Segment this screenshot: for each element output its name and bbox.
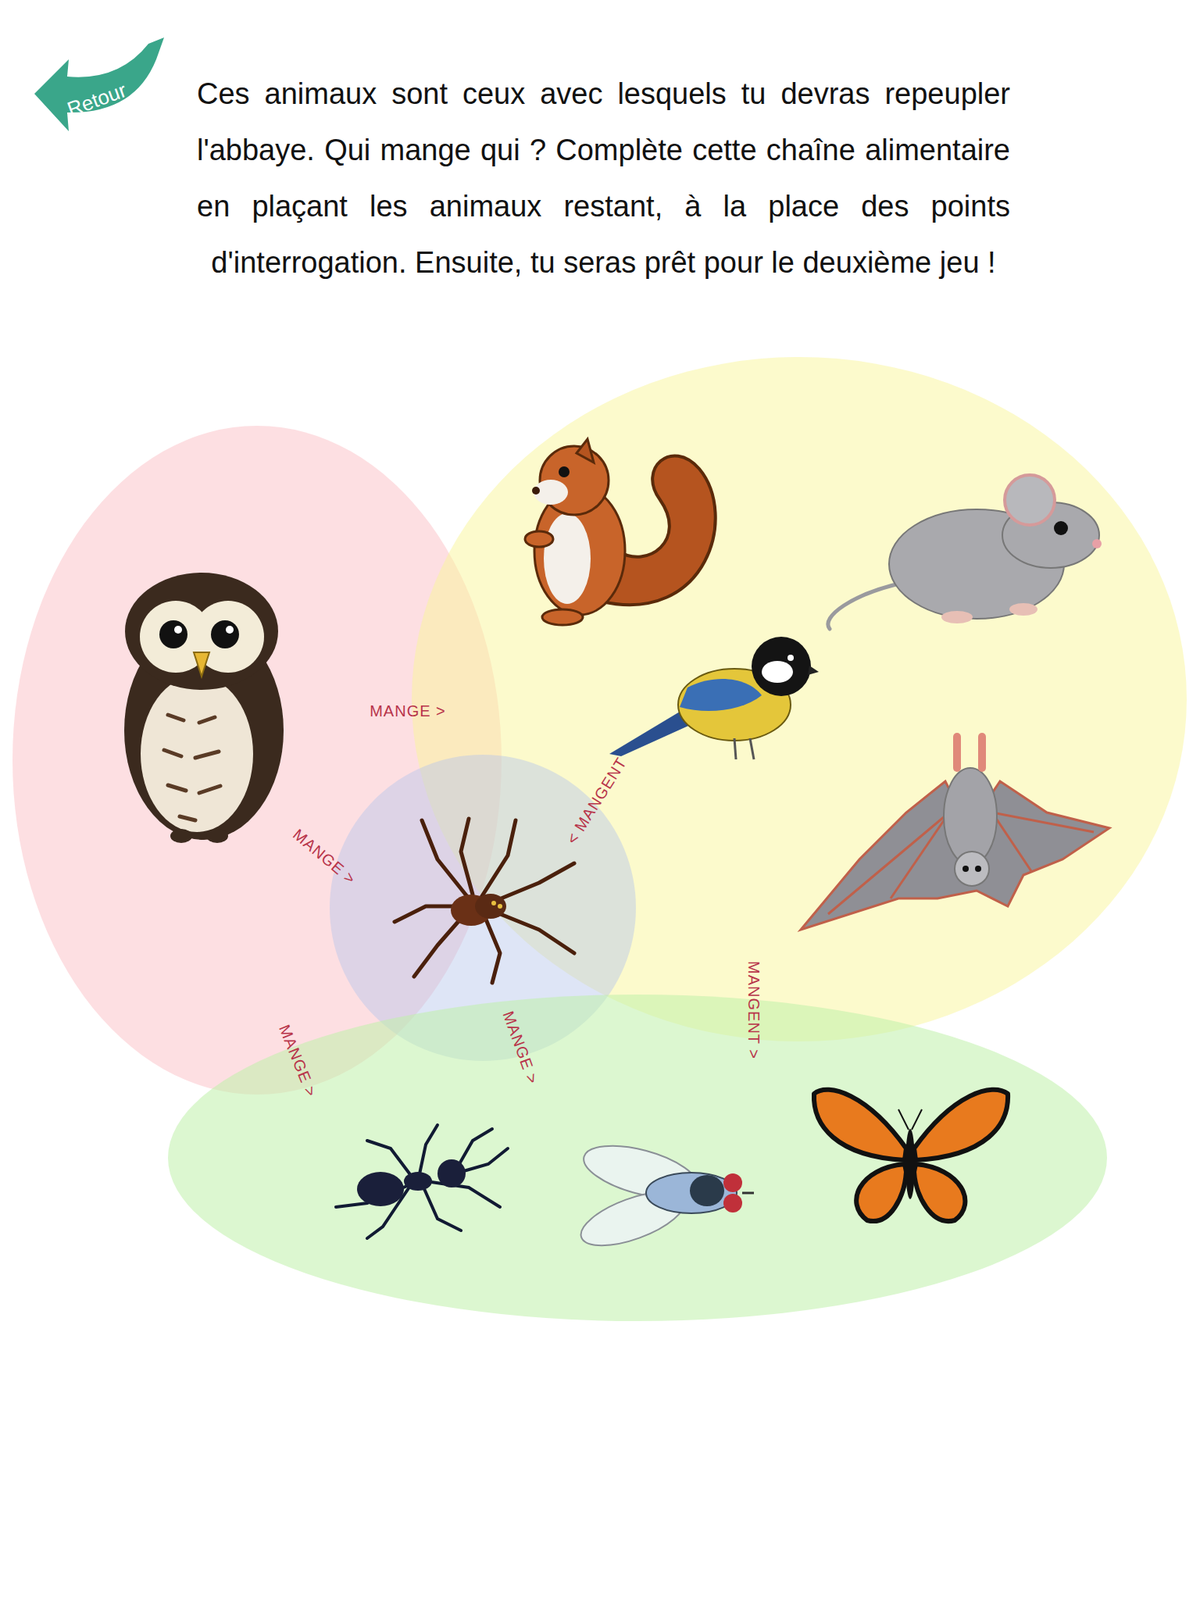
- tit-bird-drawing: [609, 636, 819, 760]
- fly-drawing: [574, 1135, 754, 1258]
- eats-label: < MANGENT: [563, 753, 631, 847]
- owl-drawing: [124, 572, 284, 843]
- eats-label: MANGE >: [275, 1021, 321, 1100]
- ant-drawing: [335, 1125, 508, 1239]
- instruction-text: Ces animaux sont ceux avec lesquels tu d…: [196, 65, 1011, 291]
- mouse-drawing: [828, 475, 1102, 629]
- eats-label: MANGE >: [289, 825, 360, 889]
- butterfly-drawing: [814, 1089, 1008, 1222]
- spider-drawing: [394, 818, 575, 983]
- eats-label: MANGENT >: [744, 960, 763, 1060]
- green-region: [167, 994, 1108, 1322]
- back-arrow-button: Retour: [31, 35, 166, 140]
- bat-drawing: [800, 732, 1110, 930]
- eats-label: MANGE >: [369, 702, 447, 721]
- eats-label: MANGE >: [499, 1008, 543, 1087]
- squirrel-drawing: [525, 439, 716, 625]
